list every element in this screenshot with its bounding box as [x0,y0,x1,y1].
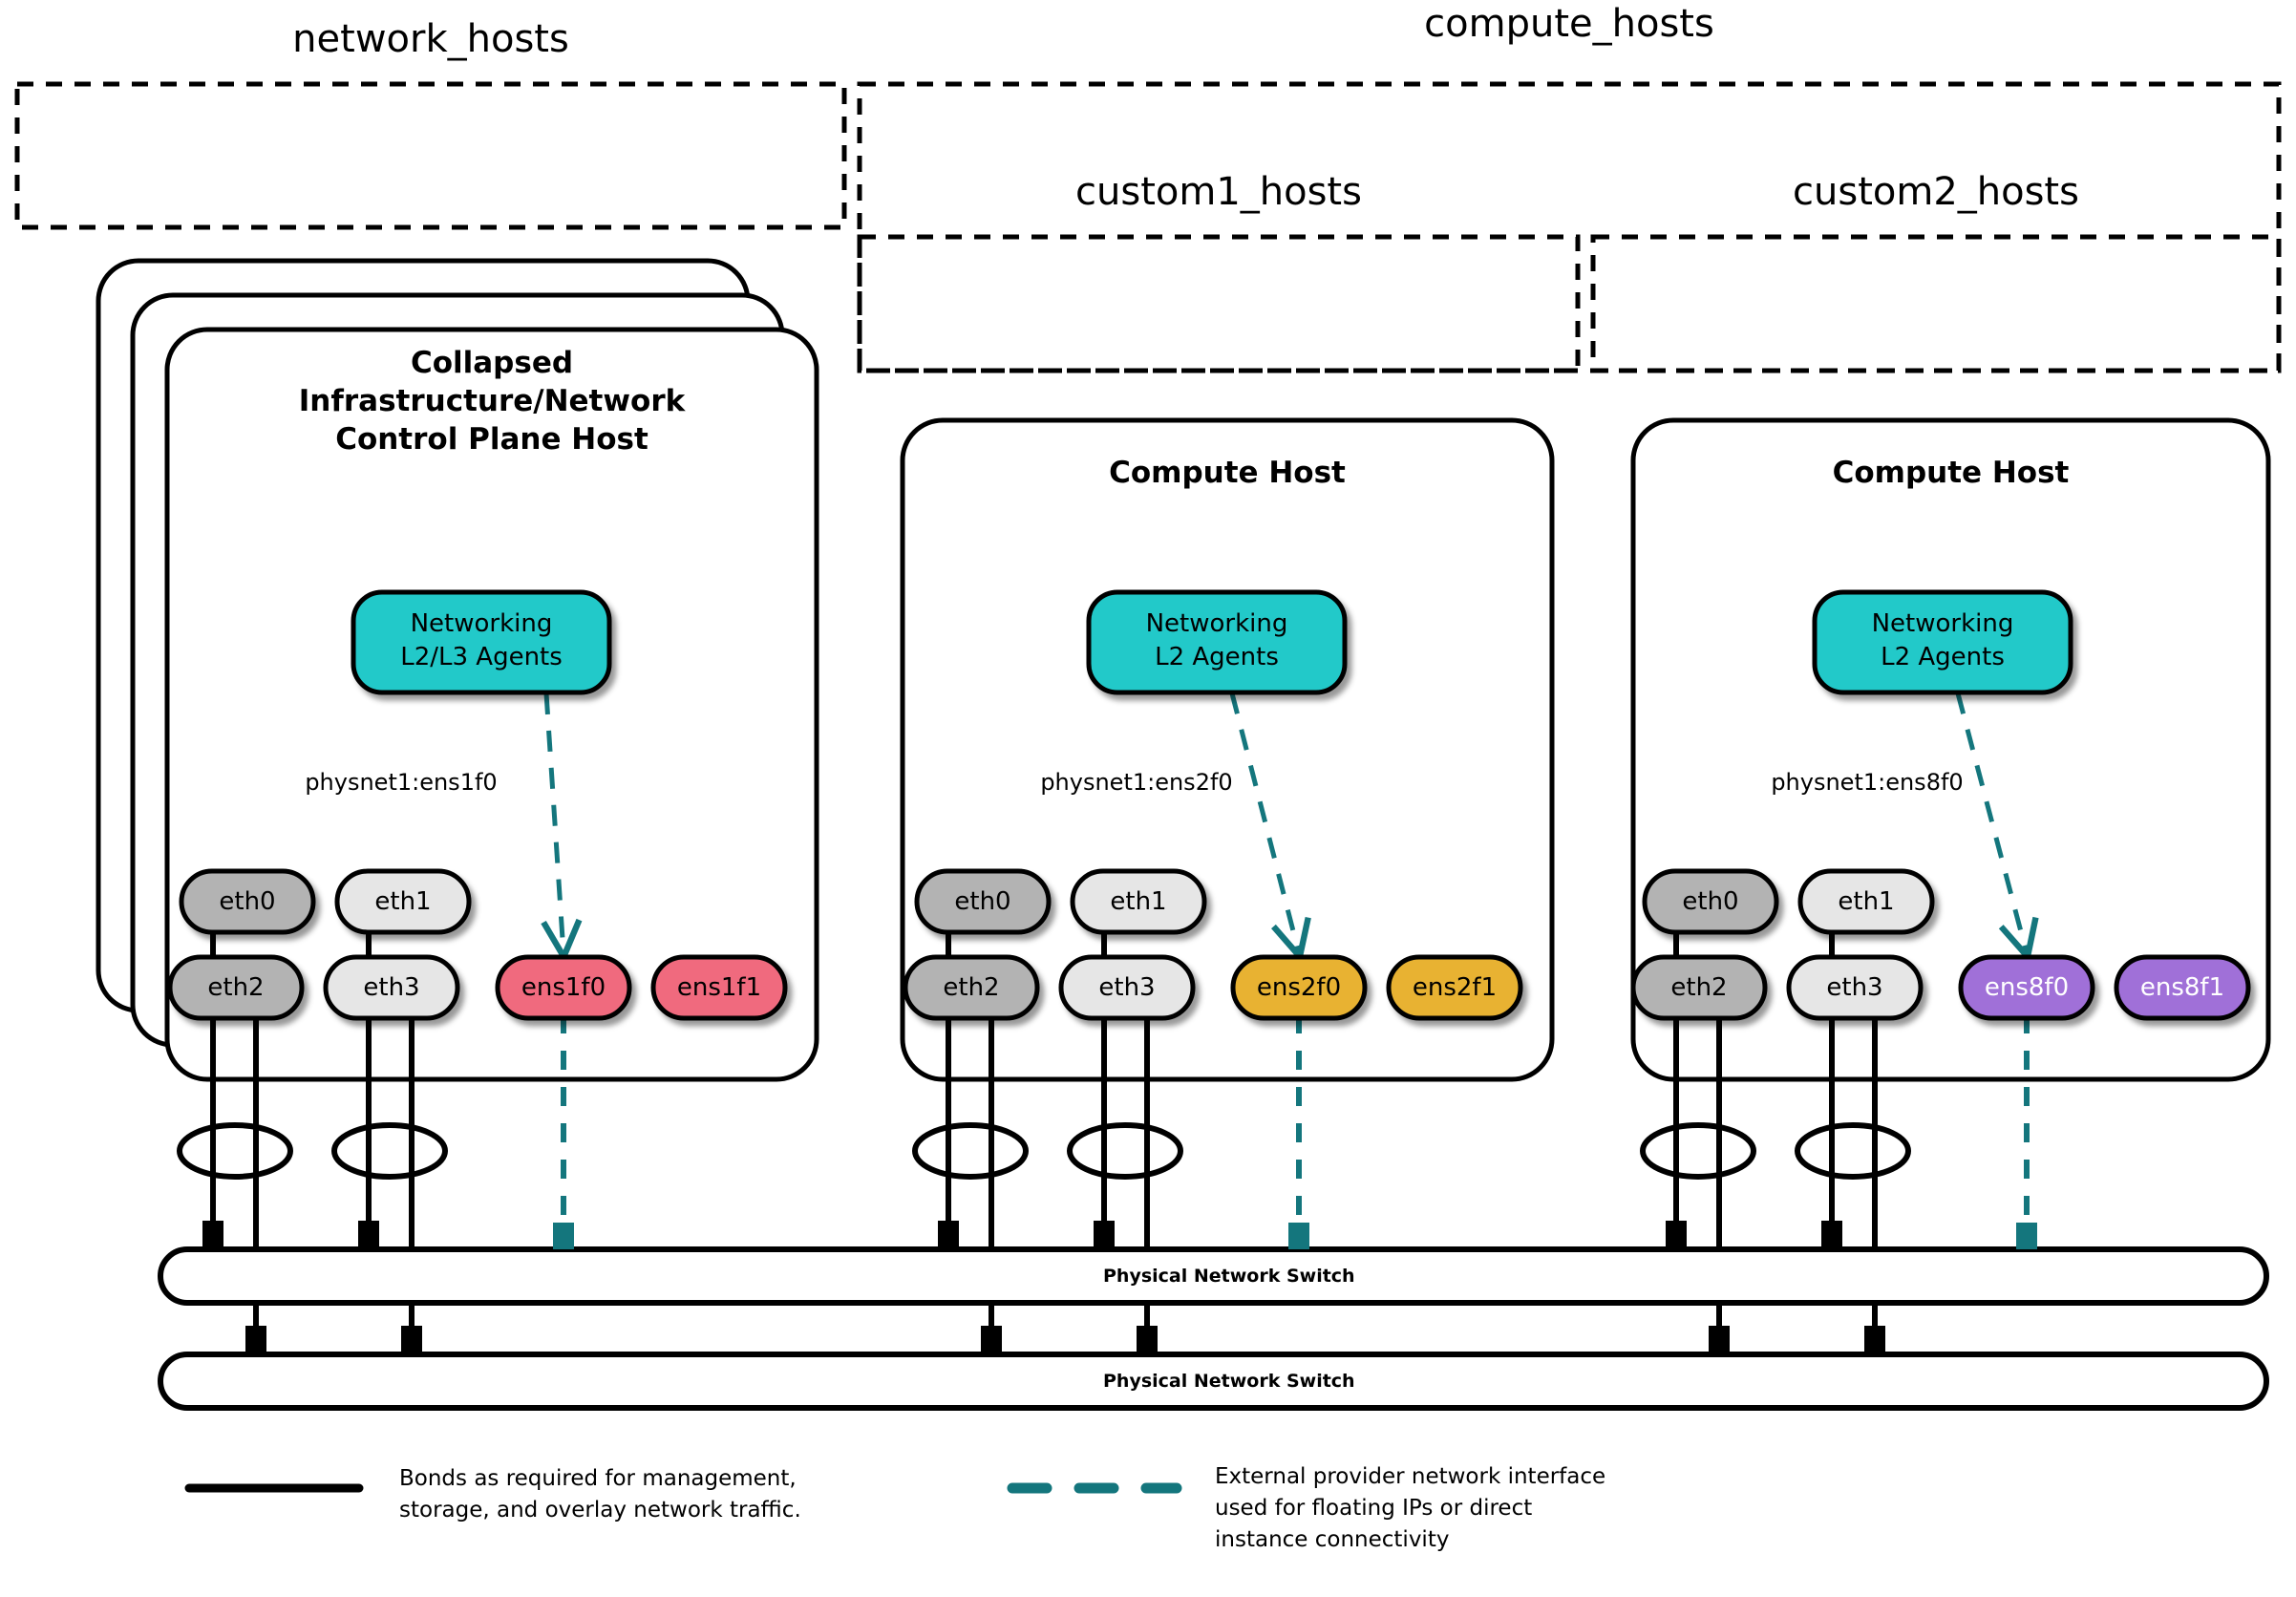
nic-node[interactable] [495,954,632,1021]
bond-symbol [912,1122,1029,1180]
switch-port [401,1326,422,1354]
bond-symbol [1067,1122,1183,1180]
group-boundary [1590,234,2282,373]
nic-node[interactable] [914,868,1052,935]
host-card[interactable] [900,417,1555,1082]
nic-node[interactable] [1230,954,1368,1021]
switch-port [202,1221,223,1249]
switch-port [1137,1326,1158,1354]
provider-switch-port [1288,1223,1309,1249]
networking-agent-node[interactable] [351,589,612,695]
provider-switch-port [553,1223,574,1249]
physnet-mapping-label: physnet1:ens2f0 [1040,769,1233,796]
nic-node[interactable] [903,954,1040,1021]
host-title: Collapsed Infrastructure/Network Control… [298,346,686,457]
nic-node[interactable] [167,954,305,1021]
nic-node[interactable] [1786,954,1924,1021]
bond-symbol [1795,1122,1911,1180]
nic-node[interactable] [1797,868,1935,935]
group-boundary [14,81,847,230]
networking-agent-node[interactable] [1812,589,2073,695]
nic-node[interactable] [323,954,460,1021]
group-label: network_hosts [292,17,569,61]
group-label: custom2_hosts [1793,170,2079,214]
switch-port [358,1221,379,1249]
nic-node[interactable] [1386,954,1523,1021]
nic-node[interactable] [1630,954,1768,1021]
nic-node[interactable] [1070,868,1207,935]
physical-network-switch[interactable] [158,1352,2269,1411]
switch-port [1666,1221,1687,1249]
bond-symbol [331,1122,448,1180]
host-card[interactable] [164,327,819,1082]
physnet-mapping-label: physnet1:ens8f0 [1771,769,1964,796]
provider-switch-port [2016,1223,2037,1249]
networking-agent-node[interactable] [1086,589,1348,695]
switch-port [1821,1221,1842,1249]
nic-node[interactable] [650,954,788,1021]
host-title: Compute Host [1109,456,1346,490]
switch-port [1094,1221,1115,1249]
nic-node[interactable] [1642,868,1779,935]
legend-description: Bonds as required for management, storag… [399,1466,801,1522]
provider-link-agent-to-nic [1229,692,1299,953]
bond-symbol [177,1122,293,1180]
provider-link-agent-to-nic [546,692,563,953]
provider-link-agent-to-nic [1955,692,2027,953]
switch-port [1709,1326,1730,1354]
switch-port [938,1221,959,1249]
nic-node[interactable] [1958,954,2095,1021]
switch-label: Physical Network Switch [1103,1266,1355,1287]
group-label: compute_hosts [1424,2,1714,46]
nic-node[interactable] [2114,954,2251,1021]
legend-description: External provider network interface used… [1215,1464,1606,1552]
bond-symbol [1640,1122,1756,1180]
switch-port [245,1326,266,1354]
switch-label: Physical Network Switch [1103,1371,1355,1392]
nic-node[interactable] [334,868,472,935]
physnet-mapping-label: physnet1:ens1f0 [305,769,498,796]
switch-port [1864,1326,1885,1354]
switch-port [981,1326,1002,1354]
nic-node[interactable] [1058,954,1196,1021]
host-card[interactable] [1630,417,2271,1082]
physical-network-switch[interactable] [158,1246,2269,1306]
nic-node[interactable] [179,868,316,935]
host-title: Compute Host [1832,456,2070,490]
group-boundary [857,234,1581,373]
group-label: custom1_hosts [1075,170,1362,214]
